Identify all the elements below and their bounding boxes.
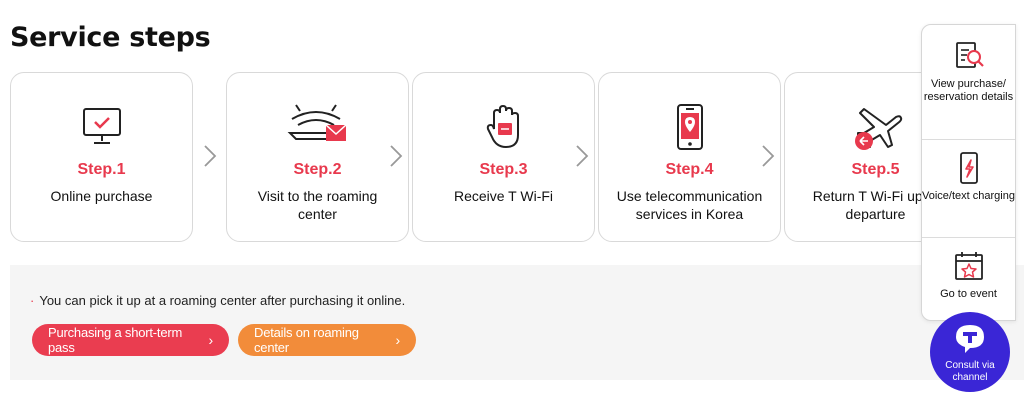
chevron-right-icon	[576, 145, 589, 167]
bullet-dot: ·	[30, 293, 35, 308]
phone-lightning-icon	[959, 152, 978, 184]
info-panel: · You can pick it up at a roaming center …	[10, 265, 1024, 380]
step-text: Receive T Wi-Fi	[453, 188, 554, 204]
step-number: Step.1	[77, 161, 126, 178]
step-number: Step.5	[851, 161, 900, 178]
step-number: Step.3	[479, 161, 528, 178]
monitor-check-icon	[11, 103, 192, 151]
quick-voice-charging-label: Voice/text charging	[922, 190, 1015, 202]
step-number: Step.2	[293, 161, 342, 178]
document-search-icon	[955, 42, 984, 68]
short-term-pass-label: Purchasing a short-term pass	[48, 325, 183, 355]
divider	[922, 139, 1015, 140]
info-note-text: You can pick it up at a roaming center a…	[39, 293, 406, 308]
chevron-right-icon	[762, 145, 775, 167]
quick-go-to-event[interactable]: Go to event	[922, 249, 1015, 301]
router-envelope-icon	[227, 103, 408, 151]
chevron-right-icon	[204, 145, 217, 167]
step-card-4: Step.4 Use telecommunication services in…	[598, 72, 781, 242]
step-number: Step.4	[665, 161, 714, 178]
step-card-3: Step.3 Receive T Wi-Fi	[412, 72, 595, 242]
step-text: Visit to the roaming center	[257, 188, 378, 222]
short-term-pass-button[interactable]: Purchasing a short-term pass ›	[32, 324, 229, 356]
quick-menu: View purchase/ reservation details Voice…	[921, 24, 1016, 321]
roaming-center-button[interactable]: Details on roaming center ›	[238, 324, 416, 356]
chat-bubble-t-icon	[956, 325, 984, 353]
airplane-return-icon	[785, 103, 966, 151]
quick-voice-charging[interactable]: Voice/text charging	[922, 151, 1015, 203]
chevron-right-icon: ›	[395, 332, 401, 348]
phone-location-icon	[599, 103, 780, 151]
roaming-center-label: Details on roaming center	[254, 325, 359, 355]
service-steps: Step.1 Online purchase Step.2 Visit to t…	[10, 72, 967, 244]
quick-view-details[interactable]: View purchase/ reservation details	[922, 39, 1015, 104]
step-text: Return T Wi-Fi upon departure	[812, 188, 939, 222]
info-note: · You can pick it up at a roaming center …	[30, 293, 405, 308]
divider	[922, 237, 1015, 238]
chevron-right-icon	[390, 145, 403, 167]
step-text: Use telecommunication services in Korea	[616, 188, 763, 222]
step-text: Online purchase	[50, 188, 153, 204]
chevron-right-icon: ›	[208, 332, 214, 348]
consult-channel-button[interactable]: Consult via channel	[930, 312, 1010, 392]
step-card-2: Step.2 Visit to the roaming center	[226, 72, 409, 242]
consult-channel-label: Consult via channel	[945, 360, 995, 383]
quick-view-details-label: View purchase/ reservation details	[923, 78, 1014, 103]
hand-device-icon	[413, 103, 594, 151]
step-card-1: Step.1 Online purchase	[10, 72, 193, 242]
quick-go-to-event-label: Go to event	[940, 288, 997, 300]
page-title: Service steps	[10, 22, 211, 53]
calendar-star-icon	[954, 252, 983, 280]
